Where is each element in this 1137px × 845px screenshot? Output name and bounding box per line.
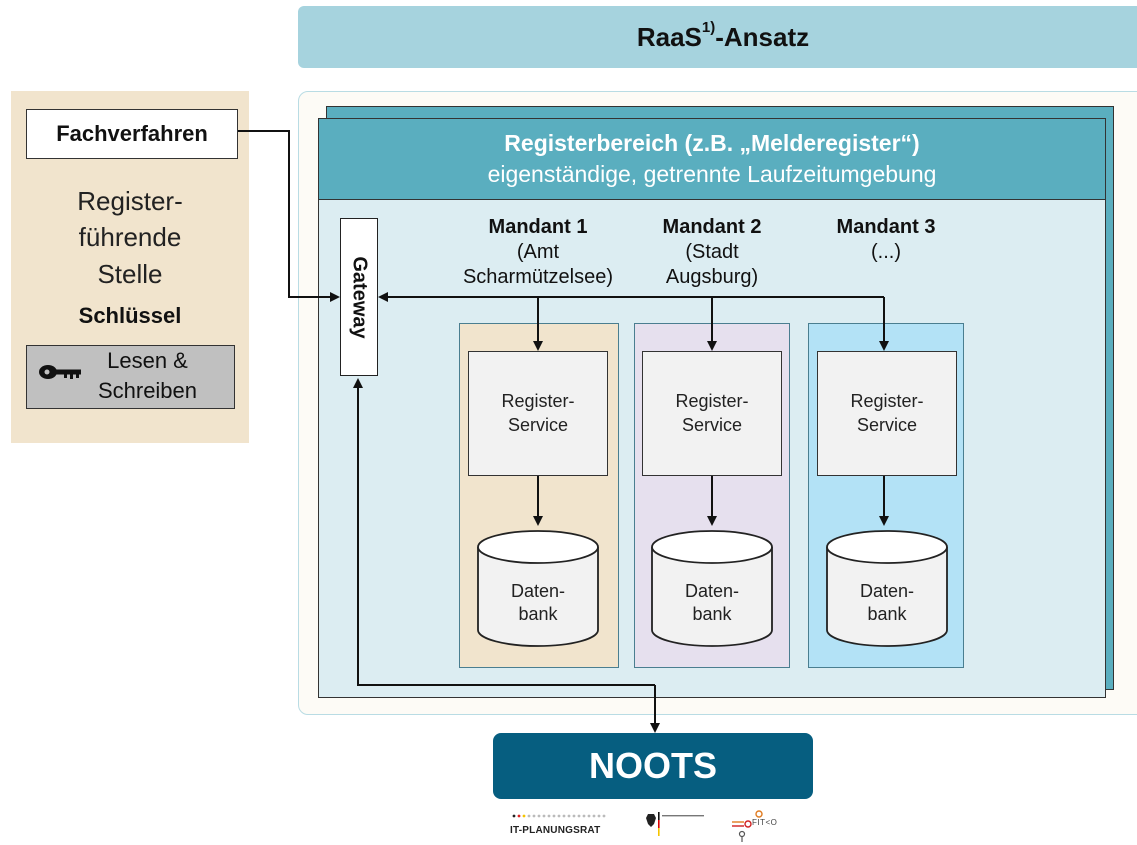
it-planungsrat-logo xyxy=(512,814,606,818)
register-service-3: Register- Service xyxy=(817,351,957,476)
banner-title: RaaS1)-Ansatz xyxy=(636,18,810,52)
register-service-2: Register- Service xyxy=(642,351,782,476)
it-planungsrat-logo-text: IT-PLANUNGSRAT xyxy=(510,825,601,836)
schluessel-label: Schlüssel xyxy=(78,303,182,328)
tenant-subtitle: (Amt Scharmützelsee) xyxy=(462,241,614,289)
noots-box: NOOTS xyxy=(493,733,813,799)
fitko-logo-text: FIT<O xyxy=(752,818,778,827)
database-1-label: Daten- bank xyxy=(510,581,566,625)
fachverfahren-box: Fachverfahren xyxy=(26,109,238,159)
tenant-subtitle: (Stadt Augsburg) xyxy=(665,241,759,289)
database-3-label: Daten- bank xyxy=(859,581,915,625)
registry-subtitle: eigenständige, getrennte Laufzeitumgebun… xyxy=(487,161,937,187)
fachverfahren-label: Fachverfahren xyxy=(56,121,208,146)
bundesverwaltungsamt-logo xyxy=(646,812,704,836)
database-2-label: Daten- bank xyxy=(684,581,740,625)
registry-header: Registerbereich (z.B. „Melderegister“) e… xyxy=(318,118,1106,200)
tenant-1-heading: Mandant 1 (Amt Scharmützelsee) xyxy=(448,215,628,291)
tenant-name: Mandant 2 xyxy=(662,216,762,238)
tenant-name: Mandant 1 xyxy=(488,216,588,238)
tenant-subtitle: (...) xyxy=(871,241,901,264)
page-title-banner: RaaS1)-Ansatz xyxy=(298,6,1137,68)
fitko-logo xyxy=(732,810,763,842)
registry-title: Registerbereich (z.B. „Melderegister“) xyxy=(504,129,920,156)
registerfuehrende-stelle-label: Register- führende Stelle xyxy=(77,186,183,289)
tenant-2-heading: Mandant 2 (Stadt Augsburg) xyxy=(622,215,802,291)
noots-label: NOOTS xyxy=(588,745,717,786)
tenant-name: Mandant 3 xyxy=(836,216,936,238)
gateway-box: Gateway xyxy=(340,218,378,376)
gateway-label: Gateway xyxy=(348,255,371,339)
tenant-3-heading: Mandant 3 (...) xyxy=(796,215,976,265)
key-icon xyxy=(39,365,81,379)
register-service-1: Register- Service xyxy=(468,351,608,476)
access-rights-box xyxy=(26,345,235,409)
access-rights-label: Lesen & Schreiben xyxy=(97,348,198,403)
